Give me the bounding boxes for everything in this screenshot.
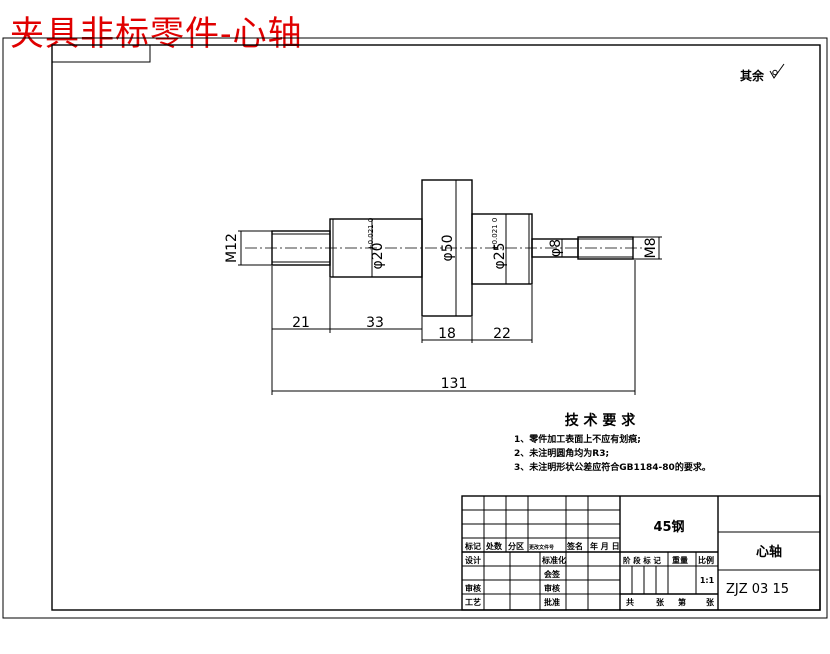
dim-phi25-tol: +0.021 0 <box>491 218 499 251</box>
hdr-date: 年 月 日 <box>590 541 620 551</box>
tech-item-2: 2、未注明圆角均为R3; <box>514 447 609 459</box>
lbl-process: 工艺 <box>465 597 481 607</box>
lbl-weight: 重量 <box>672 555 688 565</box>
hdr-mark: 标记 <box>464 541 481 551</box>
scale-value: 1:1 <box>700 576 715 585</box>
lbl-audit-2: 审核 <box>544 583 560 593</box>
tech-title: 技 术 要 求 <box>565 412 637 429</box>
right-thread-section <box>577 236 634 260</box>
lbl-audit: 审核 <box>465 583 481 593</box>
dim-phi8: φ8 <box>548 239 564 257</box>
lbl-check: 会签 <box>544 569 561 579</box>
sheet-total-suffix: 张 <box>656 598 665 607</box>
dim-len-18: 18 <box>438 326 456 342</box>
length-dimensions: 21 33 18 22 131 <box>271 260 636 395</box>
dim-m8: M8 <box>643 238 659 259</box>
hdr-change-doc: 更改文件号 <box>529 544 554 551</box>
dim-phi50: φ50 <box>440 234 456 261</box>
lbl-design: 设计 <box>465 555 481 565</box>
dim-len-21: 21 <box>292 315 310 331</box>
lbl-approve: 批准 <box>544 597 560 607</box>
tech-item-1: 1、零件加工表面上不应有划痕; <box>514 433 641 445</box>
tech-item-3: 3、未注明形状公差应符合GB1184-80的要求。 <box>514 461 711 473</box>
tech-requirements: 技 术 要 求 1、零件加工表面上不应有划痕; 2、未注明圆角均为R3; 3、未… <box>514 412 711 473</box>
roughness-symbol-icon <box>769 63 785 79</box>
sheet-no-suffix: 张 <box>706 598 715 607</box>
lbl-scale: 比例 <box>698 555 714 565</box>
hdr-sign: 签名 <box>566 541 583 551</box>
inner-frame <box>51 44 821 611</box>
hdr-zone: 分区 <box>508 541 524 551</box>
drawing-number: ZJZ 03 15 <box>726 582 789 597</box>
corner-box <box>51 44 151 63</box>
hdr-count: 处数 <box>485 541 503 551</box>
outer-frame <box>2 37 828 619</box>
lbl-stage-mark: 阶 段 标 记 <box>623 555 661 565</box>
title-block: 标记 处数 分区 更改文件号 签名 年 月 日 设计 标准化 会签 审核 审核 … <box>461 495 821 611</box>
dim-len-22: 22 <box>493 326 511 342</box>
sheet-total-prefix: 共 <box>626 597 634 607</box>
part-name: 心轴 <box>756 544 782 560</box>
dim-phi20-tol: +0.021 0 <box>367 218 375 251</box>
roughness-note: 其余 <box>740 68 765 83</box>
dim-phi20: φ20 <box>370 242 386 269</box>
diameter-dimensions: M12 φ20 +0.021 0 φ50 φ25 +0.021 0 φ8 M8 <box>224 180 662 316</box>
shaft-drawing <box>245 179 655 317</box>
lbl-standardization: 标准化 <box>541 555 566 565</box>
watermark-title: 夹具非标零件-心轴 <box>10 14 303 54</box>
dim-phi25: φ25 <box>492 242 508 269</box>
sheet-no-prefix: 第 <box>678 597 686 607</box>
material: 45钢 <box>653 519 684 535</box>
dim-m12: M12 <box>224 233 240 263</box>
dim-len-131: 131 <box>441 376 468 392</box>
dim-len-33: 33 <box>366 315 384 331</box>
